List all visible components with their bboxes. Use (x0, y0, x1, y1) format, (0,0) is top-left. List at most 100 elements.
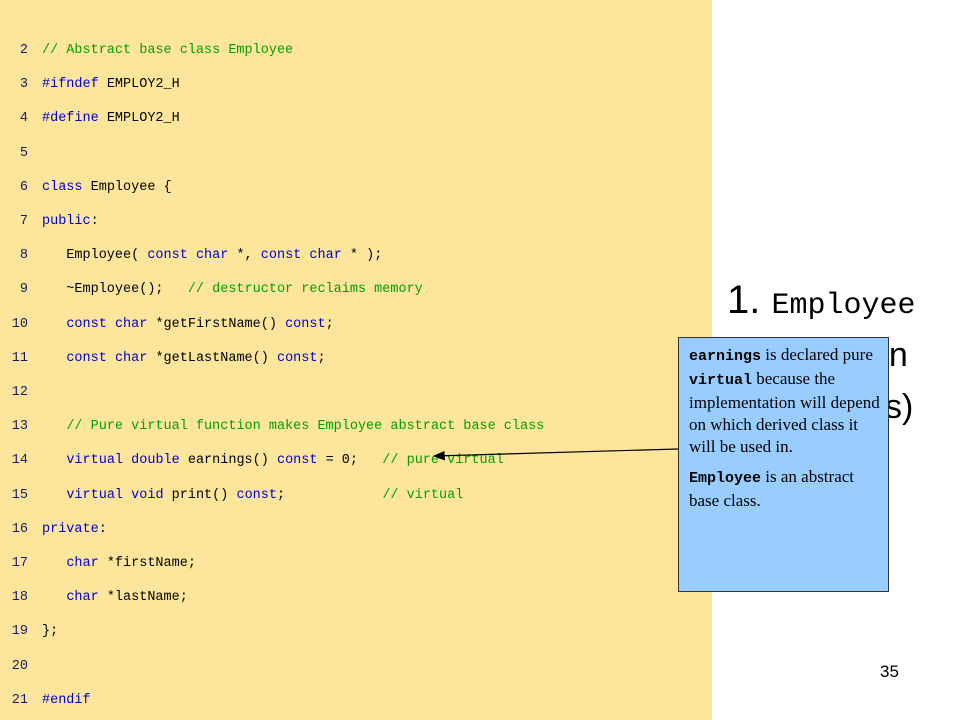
callout-paragraph-1: earnings is declared pure virtual becaus… (689, 344, 880, 458)
code-token: *getLastName() (147, 350, 277, 366)
line-number: 11 (11, 350, 28, 366)
code-comment: // Pure virtual function makes Employee … (66, 419, 545, 435)
code-token: print() (163, 487, 237, 503)
code-comment: // pure virtual (382, 453, 504, 469)
code-keyword: #ifndef (42, 77, 99, 93)
line-number: 14 (11, 453, 28, 469)
code-keyword: void (131, 487, 164, 503)
callout-text-2: because the implementation will depend o… (689, 369, 880, 456)
code-text: virtual double earnings() const = 0; // … (42, 451, 504, 471)
code-token: ; (276, 487, 383, 503)
code-token: ; (317, 350, 326, 366)
code-keyword: virtual (66, 487, 124, 503)
code-keyword: const (285, 316, 326, 332)
code-token (42, 556, 66, 571)
code-keyword: virtual (66, 453, 124, 469)
slide-title-class-name: Employee (771, 289, 916, 323)
callout-code-virtual: virtual (689, 372, 753, 389)
code-comment: // Abstract base class Employee (42, 43, 294, 58)
code-keyword: char (114, 316, 148, 332)
code-token (42, 453, 66, 468)
line-number: 10 (11, 316, 28, 332)
line-number: 19 (11, 624, 28, 640)
code-keyword: #define (42, 111, 99, 127)
code-token: : (98, 521, 107, 537)
code-keyword: const (236, 487, 277, 503)
line-number: 5 (19, 145, 28, 161)
code-keyword: const (260, 248, 302, 264)
line-number: 6 (19, 179, 28, 195)
callout-code-earnings: earnings (689, 348, 762, 365)
line-number: 18 (11, 590, 28, 606)
code-token: = 0; (317, 453, 383, 469)
code-text: class Employee { (42, 178, 172, 198)
line-number: 15 (11, 487, 28, 503)
code-comment: // virtual (382, 487, 464, 503)
line-number: 7 (19, 214, 28, 229)
code-keyword: const (276, 453, 318, 469)
code-text: #define EMPLOY2_H (42, 109, 180, 129)
line-number: 20 (11, 658, 28, 674)
code-keyword: #endif (42, 692, 91, 708)
code-token: *firstName; (98, 556, 196, 571)
code-keyword: private (42, 521, 99, 537)
code-token (42, 317, 66, 332)
code-text: char *firstName; (42, 554, 196, 574)
code-token (123, 453, 131, 468)
code-token: EMPLOY2_H (98, 111, 180, 127)
annotation-callout: earnings is declared pure virtual becaus… (678, 337, 889, 592)
code-keyword: const (66, 350, 107, 366)
line-number: 17 (11, 556, 28, 571)
code-keyword: public (42, 214, 91, 229)
code-token: *getFirstName() (147, 316, 286, 332)
code-keyword: const (276, 350, 318, 366)
slide-title: 1. Employee (727, 278, 916, 323)
code-token (42, 590, 66, 605)
callout-text-3: is an abstract base class. (689, 467, 855, 510)
callout-paragraph-2: Employee is an abstract base class. (689, 466, 880, 512)
line-number: 13 (11, 419, 28, 435)
code-token: ~Employee(); (42, 282, 188, 298)
code-text: #ifndef EMPLOY2_H (42, 75, 180, 95)
line-number: 16 (11, 521, 28, 537)
line-number: 9 (19, 282, 28, 298)
code-text: private: (42, 520, 107, 540)
code-text: // Pure virtual function makes Employee … (42, 417, 544, 437)
line-number: 4 (19, 111, 28, 127)
code-text: const char *getLastName() const; (42, 349, 326, 369)
code-text: #endif (42, 691, 91, 711)
line-number: 21 (11, 692, 28, 708)
code-keyword: class (42, 179, 83, 195)
page-number: 35 (880, 662, 899, 681)
code-text: const char *getFirstName() const; (42, 315, 334, 335)
line-number: 8 (19, 248, 28, 264)
code-token: * ); (341, 248, 383, 264)
code-token: EMPLOY2_H (98, 77, 180, 93)
code-token: Employee { (82, 179, 172, 195)
code-token (188, 248, 196, 263)
code-token (107, 317, 115, 332)
code-text: Employee( const char *, const char * ); (42, 246, 382, 266)
code-text: virtual void print() const; // virtual (42, 486, 463, 506)
code-text: // Abstract base class Employee (42, 41, 293, 61)
code-text: char *lastName; (42, 588, 188, 608)
code-token: : (90, 214, 99, 229)
callout-code-employee: Employee (689, 470, 762, 487)
line-number: 12 (11, 385, 28, 400)
code-token (42, 419, 66, 434)
code-comment: // destructor reclaims memory (187, 282, 423, 298)
code-token: ; (325, 316, 334, 332)
code-keyword: double (131, 453, 180, 469)
code-token: *lastName; (98, 590, 188, 606)
code-token: *, (228, 248, 261, 264)
code-token (42, 488, 66, 503)
code-text: public: (42, 212, 99, 232)
code-text: }; (42, 622, 58, 642)
code-keyword: char (195, 248, 229, 264)
code-keyword: char (309, 248, 342, 264)
callout-text-1: is declared pure (761, 345, 873, 364)
code-token (42, 351, 66, 366)
code-token: earnings() (179, 453, 277, 469)
slide-title-prefix: 1. (727, 278, 772, 322)
